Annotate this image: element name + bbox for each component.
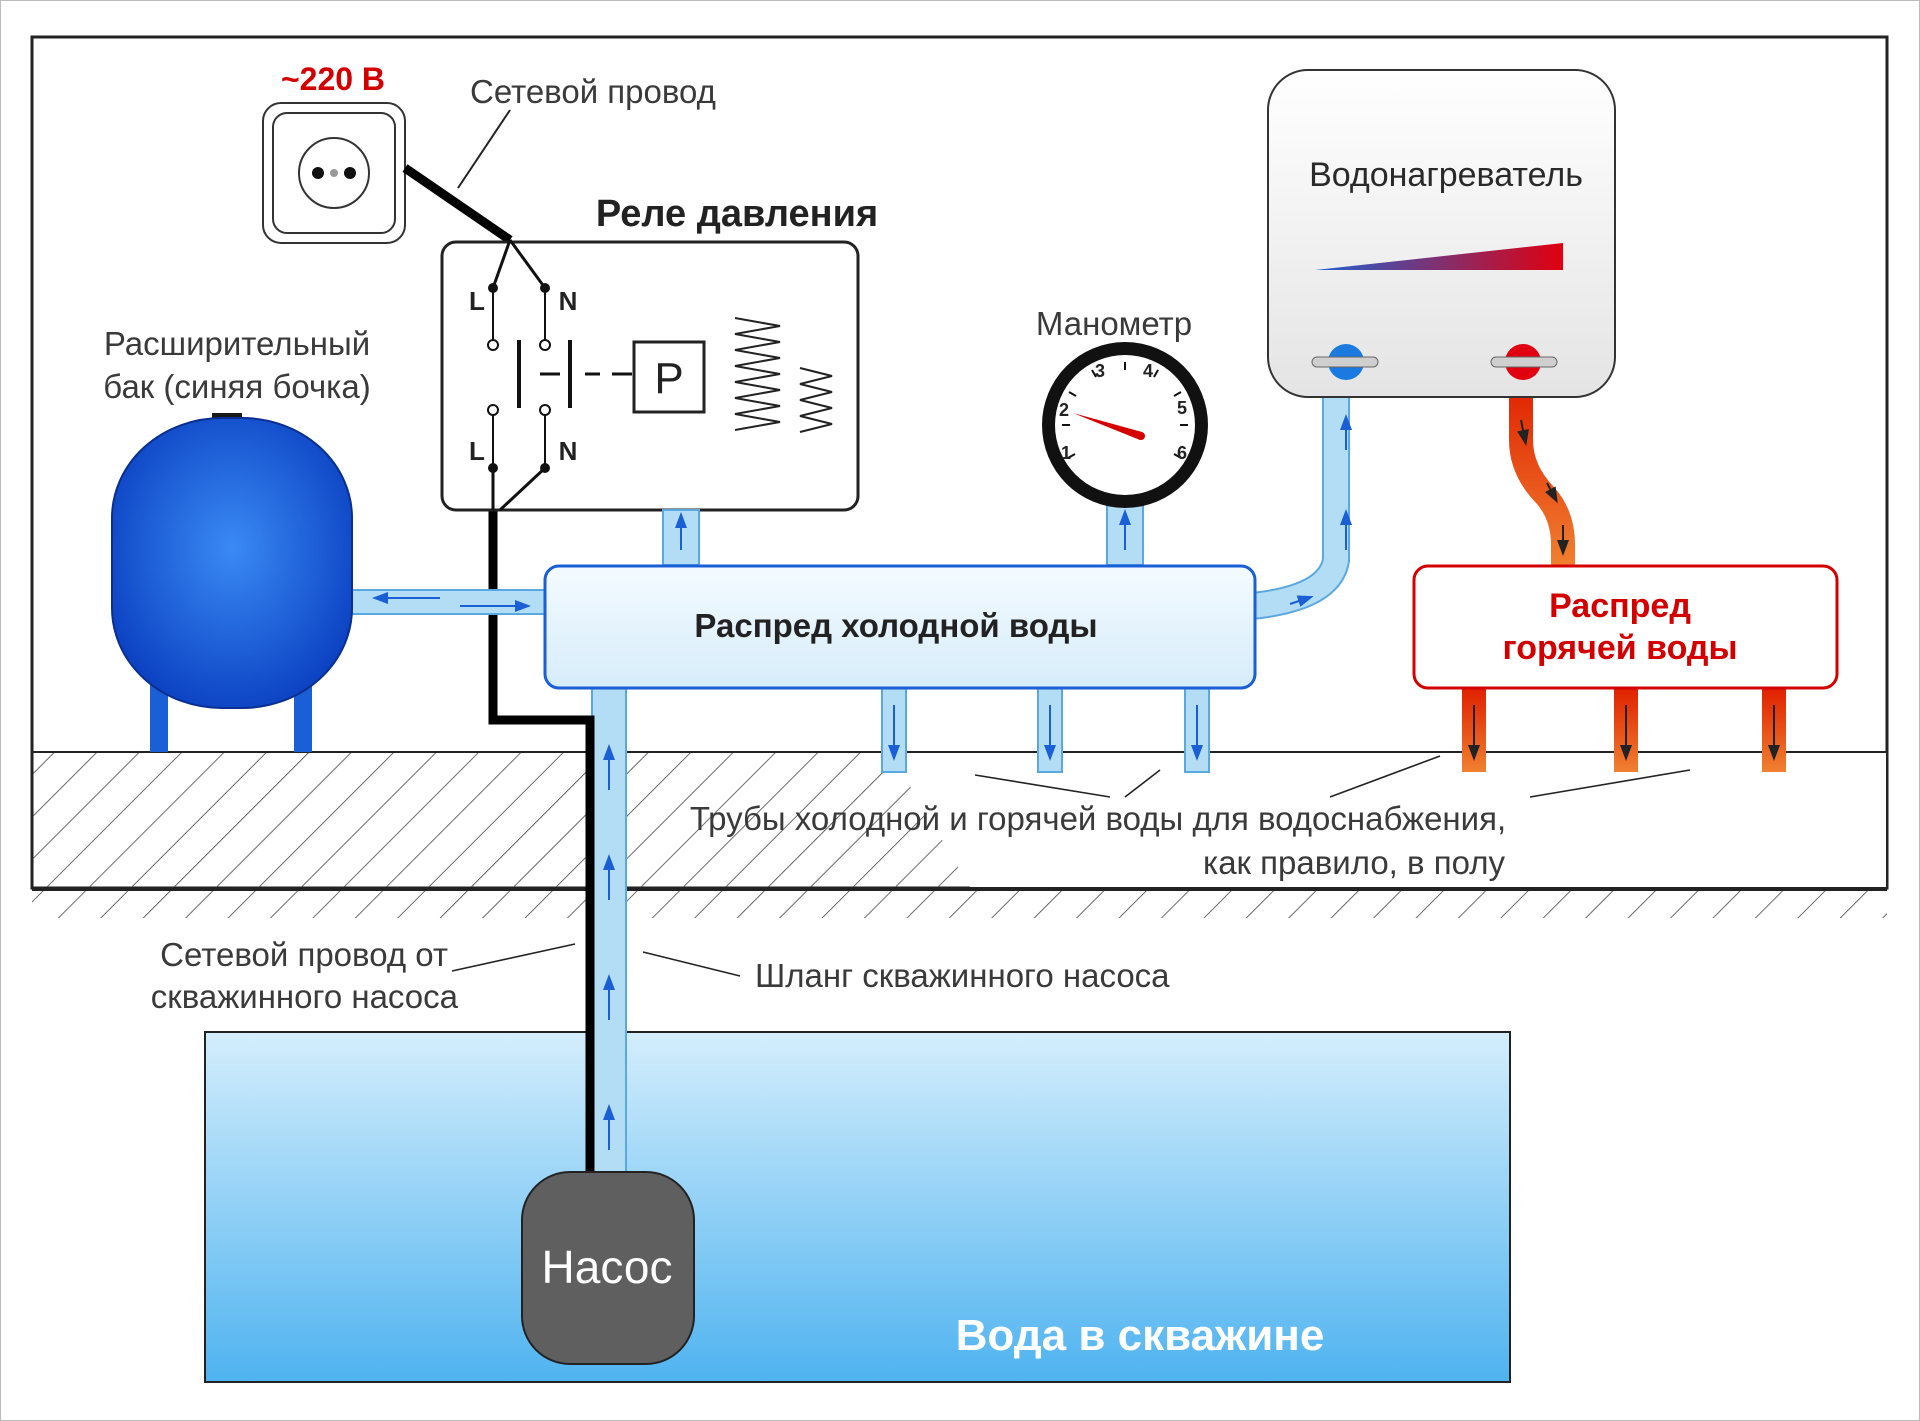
cold-outlets <box>881 687 1210 773</box>
gauge-mark-5: 5 <box>1177 398 1187 418</box>
pump-cord-label-2: скважинного насоса <box>151 978 459 1015</box>
manometer-pipe <box>1106 499 1144 566</box>
pump-hose-leader <box>642 951 741 977</box>
relay-pipe <box>662 509 700 566</box>
pressure-relay <box>440 239 860 512</box>
relay-terminal-l-top: L <box>469 286 485 316</box>
expansion-tank-label-1: Расширительный <box>104 325 370 362</box>
cold-manifold-label: Распред холодной воды <box>694 607 1097 644</box>
tank-pipe <box>351 589 548 615</box>
pump-label: Насос <box>542 1241 673 1293</box>
gauge-mark-1: 1 <box>1061 443 1071 463</box>
manometer-label: Манометр <box>1036 305 1192 342</box>
hot-water-manifold <box>1412 564 1839 690</box>
hot-manifold-label-1: Распред <box>1549 587 1691 625</box>
power-cord-leader <box>457 109 511 189</box>
well-water-label: Вода в скважине <box>956 1311 1325 1360</box>
relay-terminal-n-top: N <box>559 286 578 316</box>
pump-cord-label-1: Сетевой провод от <box>160 936 448 973</box>
relay-pressure-sensor: P <box>654 354 683 403</box>
ground-hatch <box>32 889 1887 918</box>
cold-water-manifold <box>543 564 1257 690</box>
gauge-mark-3: 3 <box>1095 361 1105 381</box>
pump: Насос <box>521 1171 695 1365</box>
voltage-label: ~220 В <box>281 61 385 97</box>
relay-terminal-n-bottom: N <box>559 436 578 466</box>
hot-outlets <box>1462 688 1786 772</box>
expansion-tank <box>111 413 353 752</box>
gauge-mark-4: 4 <box>1143 361 1153 381</box>
pump-hose-label: Шланг скважинного насоса <box>755 957 1170 994</box>
manometer <box>1042 342 1208 508</box>
hot-manifold-label-2: горячей воды <box>1502 629 1737 667</box>
expansion-tank-label-2: бак (синяя бочка) <box>103 368 370 405</box>
gauge-mark-2: 2 <box>1059 400 1069 420</box>
power-outlet <box>262 102 406 244</box>
gauge-mark-6: 6 <box>1177 443 1187 463</box>
floor-pipes-label-1: Трубы холодной и горячей воды для водосн… <box>690 800 1506 837</box>
relay-terminal-l-bottom: L <box>469 436 485 466</box>
water-heater-label: Водонагреватель <box>1309 156 1583 194</box>
pump-cord-leader <box>451 943 576 972</box>
pump-hose <box>591 687 627 1209</box>
floor-pipes-label-2: как правило, в полу <box>1203 844 1505 881</box>
power-cord <box>402 164 513 244</box>
power-cord-label: Сетевой провод <box>470 73 716 110</box>
well-water-area <box>204 1031 1511 1383</box>
heater-cold-pipe <box>1250 378 1352 620</box>
water-heater <box>1267 69 1616 398</box>
floor-pipes-leaders <box>974 755 1691 798</box>
pressure-relay-label: Реле давления <box>596 193 878 235</box>
heater-hot-pipe <box>1509 380 1575 566</box>
